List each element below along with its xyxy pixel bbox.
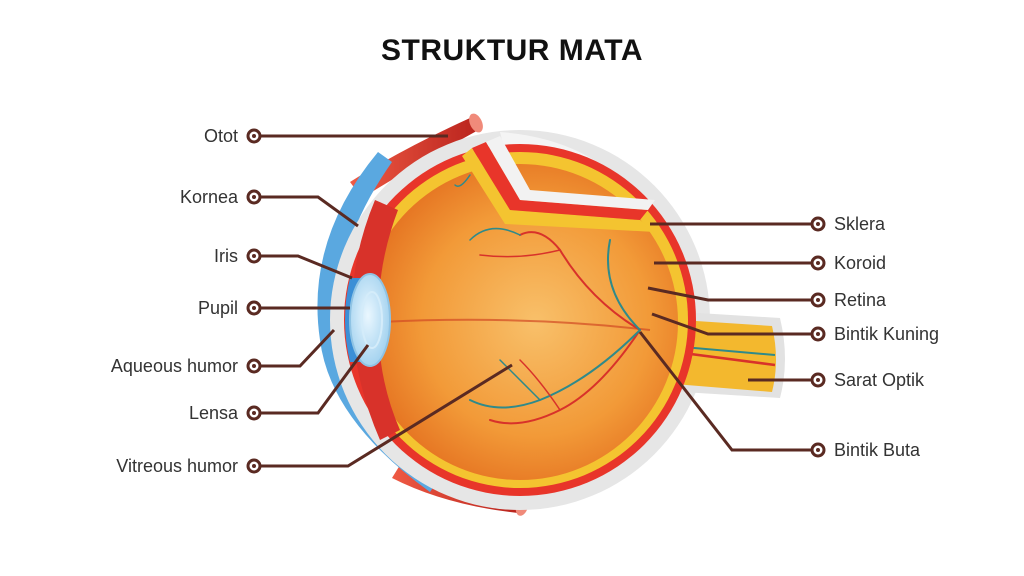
label-kornea: Kornea (180, 187, 239, 207)
blood-vessels (454, 174, 641, 425)
label-pupil: Pupil (198, 298, 238, 318)
leader-bintik-kuning (651, 312, 826, 342)
lens-shape (349, 273, 391, 367)
leader-retina (647, 286, 826, 308)
leader-pupil (246, 300, 350, 316)
leader-sarat-optik (748, 372, 826, 388)
label-aqueous-humor: Aqueous humor (111, 356, 238, 376)
leader-sklera (650, 216, 826, 232)
label-sklera: Sklera (834, 214, 886, 234)
leader-iris (246, 248, 353, 280)
leader-koroid (654, 255, 826, 271)
muscle-top (350, 113, 483, 198)
label-otot: Otot (204, 126, 238, 146)
label-iris: Iris (214, 246, 238, 266)
leader-vitreous (246, 363, 513, 474)
label-sarat-optik: Sarat Optik (834, 370, 925, 390)
leader-aqueous (246, 328, 336, 374)
label-bintik-buta: Bintik Buta (834, 440, 921, 460)
label-lensa: Lensa (189, 403, 239, 423)
leader-bintik-buta (638, 331, 826, 458)
label-bintik-kuning: Bintik Kuning (834, 324, 939, 344)
label-retina: Retina (834, 290, 887, 310)
label-vitreous-humor: Vitreous humor (116, 456, 238, 476)
cornea-shape (317, 152, 438, 492)
page-title: STRUKTUR MATA (380, 34, 643, 67)
leader-kornea (246, 189, 359, 228)
leader-lensa (246, 344, 370, 421)
label-koroid: Koroid (834, 253, 886, 273)
leader-otot (246, 128, 448, 144)
